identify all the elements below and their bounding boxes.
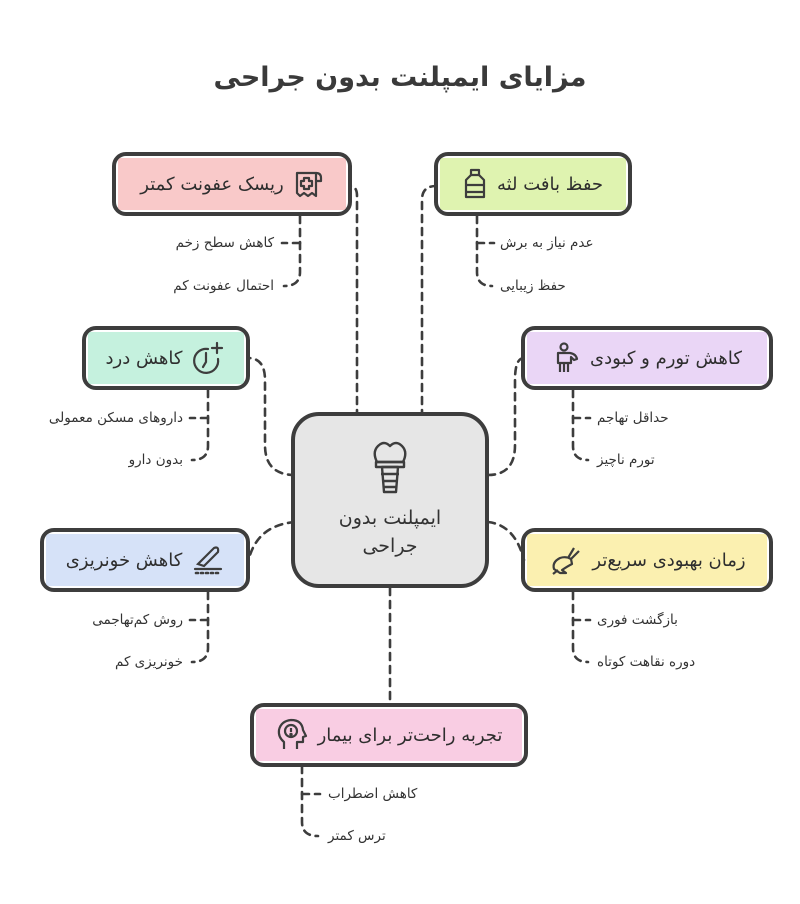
sub-item: بازگشت فوری [597, 612, 678, 628]
node-label: ریسک عفونت کمتر [140, 173, 284, 195]
node-label: زمان بهبودی سریع‌تر [592, 549, 746, 571]
sub-item: خونریزی کم [114, 654, 183, 670]
node-faster-recovery: زمان بهبودی سریع‌تر [521, 528, 773, 592]
sub-item: کاهش سطح زخم [175, 235, 274, 251]
node-gum-tissue-preservation: حفظ بافت لثه [434, 152, 632, 216]
node-bleeding-reduction: کاهش خونریزی [40, 528, 250, 592]
dental-implant-icon [370, 440, 410, 496]
node-label: تجربه راحت‌تر برای بیمار [317, 724, 503, 746]
water-bottle-icon [463, 168, 487, 200]
medical-record-icon [294, 169, 324, 199]
node-pain-reduction: کاهش درد [82, 326, 250, 390]
node-label: حفظ بافت لثه [496, 173, 604, 195]
sub-item: ترس کمتر [328, 828, 386, 844]
sub-item: حداقل تهاجم [597, 410, 669, 426]
node-label: کاهش درد [105, 347, 183, 369]
diagram-title: مزایای ایمپلنت بدون جراحی [213, 62, 587, 93]
head-alert-icon [276, 718, 308, 752]
rabbit-icon [548, 544, 582, 576]
central-node: ایمپلنت بدون جراحی [291, 412, 489, 588]
node-swelling-reduction: کاهش تورم و کبودی [521, 326, 773, 390]
person-pain-icon [552, 342, 580, 374]
sub-item: دوره نقاهت کوتاه [597, 654, 696, 670]
sub-item: کاهش اضطراب [328, 786, 418, 802]
scalpel-icon [192, 544, 224, 576]
node-label: کاهش تورم و کبودی [590, 347, 742, 369]
node-label: کاهش خونریزی [65, 549, 183, 571]
central-node-label: ایمپلنت بدون جراحی [338, 507, 442, 557]
sub-item: احتمال عفونت کم [173, 278, 274, 294]
sub-item: بدون دارو [128, 452, 183, 468]
sub-item: عدم نیاز به برش [500, 235, 594, 251]
node-less-infection-risk: ریسک عفونت کمتر [112, 152, 352, 216]
clock-plus-icon [192, 341, 226, 375]
sub-item: داروهای مسکن معمولی [48, 410, 183, 426]
sub-item: حفظ زیبایی [500, 278, 566, 294]
sub-item: تورم ناچیز [597, 452, 655, 468]
sub-item: روش کم‌تهاجمی [92, 612, 183, 628]
node-patient-experience: تجربه راحت‌تر برای بیمار [250, 703, 528, 767]
